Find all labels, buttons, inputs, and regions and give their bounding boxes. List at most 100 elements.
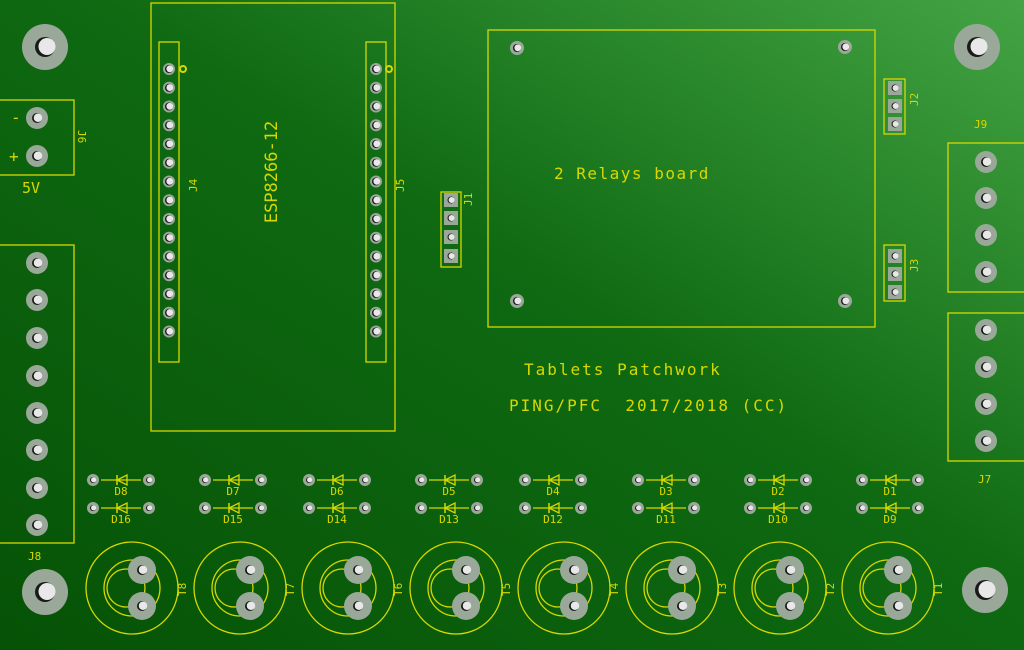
transistor-t8: T8: [85, 541, 189, 635]
pad-hole: [166, 140, 174, 148]
j5-pin: [370, 175, 382, 188]
diode-symbol-icon: [331, 473, 344, 487]
pad-hole: [373, 140, 381, 148]
transistor-pad: [560, 556, 588, 584]
j5-pin: [370, 306, 382, 319]
j4-pin: [163, 288, 175, 300]
transistor-pad: [560, 592, 588, 620]
j3-pin: [888, 267, 902, 281]
diode-pad: [800, 474, 812, 486]
diode-d10: D10: [758, 501, 798, 526]
transistor-label: T6: [392, 583, 405, 596]
pad-hole: [166, 309, 174, 316]
j4-pin: [163, 138, 175, 150]
j9-outline: [947, 142, 1024, 293]
pad-hole: [748, 505, 754, 511]
j4-pin: [163, 269, 175, 282]
j8-pin: [26, 252, 48, 274]
j4-pin: [163, 119, 175, 132]
relay-board-outline: [487, 29, 876, 328]
diode-pad: [143, 474, 155, 486]
pad-hole: [373, 196, 381, 204]
pad-hole: [860, 505, 866, 511]
diode-symbol-icon: [443, 473, 456, 487]
transistor-core-ring: [646, 568, 686, 608]
j5-pin1-marker: [385, 65, 393, 73]
diode-label: D10: [768, 513, 788, 526]
j6-label: J6: [75, 130, 88, 143]
pad-hole: [916, 477, 922, 483]
pad-hole: [373, 65, 381, 73]
diode-label: D6: [330, 485, 343, 498]
diode-d15: D15: [213, 501, 253, 526]
transistor-pad: [128, 592, 156, 620]
diode-symbol-icon: [227, 473, 240, 487]
pad-hole: [166, 234, 174, 241]
transistor-pad: [344, 592, 372, 620]
transistor-label: T2: [824, 583, 837, 596]
j9-pin: [975, 261, 997, 283]
pad-hole: [147, 477, 153, 483]
diode-symbol-icon: [884, 473, 897, 487]
pad-hole: [514, 297, 522, 305]
j7-pin: [975, 356, 997, 378]
pad-hole: [860, 477, 866, 483]
j1-pin: [444, 211, 458, 225]
pad-hole: [448, 197, 455, 203]
pad-hole: [678, 601, 688, 610]
board-credits: PING/PFC 2017/2018 (CC): [509, 396, 788, 415]
pad-hole: [33, 258, 43, 267]
relay-board-label: 2 Relays board: [554, 164, 710, 183]
pad-hole: [892, 271, 899, 277]
transistor-label: T3: [716, 583, 729, 596]
pad-hole: [523, 505, 529, 511]
j8-pin: [26, 402, 48, 424]
diode-pad: [688, 474, 700, 486]
j5-pin: [370, 269, 382, 282]
diode-symbol-icon: [772, 501, 785, 515]
diode-d11: D11: [646, 501, 686, 526]
diode-label: D2: [771, 485, 784, 498]
transistor-core-ring: [538, 568, 578, 608]
j5-label: J5: [394, 179, 407, 192]
j1-label: J1: [462, 193, 475, 206]
pad-hole: [166, 271, 174, 279]
pad-hole: [523, 477, 529, 483]
j5-outline: [365, 41, 387, 363]
j8-pin: [26, 477, 48, 499]
j2-pin: [888, 81, 902, 95]
diode-label: D16: [111, 513, 131, 526]
transistor-inner-ring: [211, 559, 269, 617]
j4-pin: [163, 100, 175, 113]
transistor-pad: [344, 556, 372, 584]
diode-label: D15: [223, 513, 243, 526]
transistor-pad: [452, 556, 480, 584]
diode-symbol-icon: [443, 501, 456, 515]
pad-hole: [354, 565, 364, 574]
mounting-hole: [962, 567, 1008, 613]
pad-hole: [354, 601, 364, 610]
j2-outline: [883, 78, 906, 135]
j8-pin: [26, 514, 48, 536]
j5-pin: [370, 119, 382, 132]
pad-hole: [91, 477, 97, 483]
pad-hole: [373, 84, 381, 91]
pad-hole: [259, 477, 265, 483]
pad-hole: [38, 38, 56, 55]
relay-mount-hole: [510, 294, 524, 308]
transistor-core-ring: [214, 568, 254, 608]
pad-hole: [33, 408, 43, 417]
pad-hole: [982, 267, 992, 276]
j4-pin: [163, 325, 175, 338]
j9-pin: [975, 151, 997, 173]
j6-minus-label: -: [11, 108, 21, 127]
diode-pad: [415, 502, 427, 514]
pad-hole: [166, 290, 174, 298]
j2-label: J2: [908, 93, 921, 106]
pad-hole: [462, 601, 472, 610]
diode-pad: [519, 474, 531, 486]
diode-pad: [199, 502, 211, 514]
diode-label: D7: [226, 485, 239, 498]
transistor-inner-ring: [643, 559, 701, 617]
transistor-t4: T4: [517, 541, 621, 635]
